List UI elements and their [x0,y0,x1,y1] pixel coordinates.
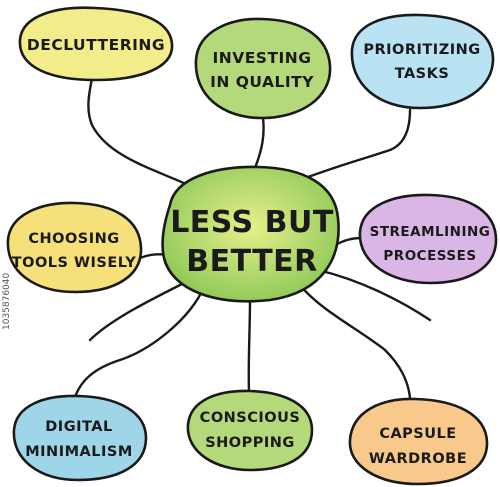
prioritizing-label-line-2: TASKS [395,66,450,82]
streamlining-label-line-2: PROCESSES [383,248,476,264]
node-decluttering: DECLUTTERING [18,6,174,82]
choosing-bubble [6,201,143,294]
streamlining-bubble [358,193,498,285]
conscious-label-line-1: CONSCIOUS [200,410,301,426]
branch-decluttering [87,76,212,197]
center-node: LESS BUT BETTER [161,165,340,303]
digital-bubble [12,394,148,482]
prioritizing-bubble [350,13,495,110]
branch-digital [72,283,207,402]
node-conscious-shopping: CONSCIOUS SHOPPING [186,389,314,472]
streamlining-label-line-1: STREAMLINING [370,224,491,240]
branch-extra-left [88,278,192,342]
decluttering-bubble [18,6,174,82]
branch-investing [253,116,265,170]
branch-extra-right [316,268,432,322]
node-streamlining-processes: STREAMLINING PROCESSES [358,193,498,285]
investing-label-line-1: INVESTING [212,49,311,67]
branch-conscious [247,298,252,394]
conscious-label-line-2: SHOPPING [205,435,295,451]
node-digital-minimalism: DIGITAL MINIMALISM [12,394,148,482]
center-line-1: LESS BUT [170,205,334,240]
conscious-bubble [186,389,314,472]
stock-id-watermark: 1035876040 [2,272,12,330]
digital-label-line-1: DIGITAL [45,419,112,435]
center-bubble [161,165,340,303]
choosing-label-line-2: TOOLS WISELY [12,255,137,271]
prioritizing-label-line-1: PRIORITIZING [363,42,480,58]
node-choosing-tools-wisely: CHOOSING TOOLS WISELY [6,201,143,294]
node-investing-in-quality: INVESTING IN QUALITY [194,17,332,120]
capsule-bubble [348,397,489,486]
center-line-2: BETTER [186,244,318,279]
node-prioritizing-tasks: PRIORITIZING TASKS [350,13,495,110]
investing-label-line-2: IN QUALITY [210,73,314,91]
capsule-label-line-1: CAPSULE [379,426,456,442]
capsule-label-line-2: WARDROBE [369,451,467,467]
branch-lines [72,76,432,402]
decluttering-label: DECLUTTERING [27,36,165,54]
choosing-label-line-1: CHOOSING [28,231,119,247]
node-capsule-wardrobe: CAPSULE WARDROBE [348,397,489,486]
investing-bubble [194,17,332,120]
branch-prioritizing [293,108,412,184]
branch-capsule [298,283,412,400]
digital-label-line-2: MINIMALISM [25,444,133,460]
